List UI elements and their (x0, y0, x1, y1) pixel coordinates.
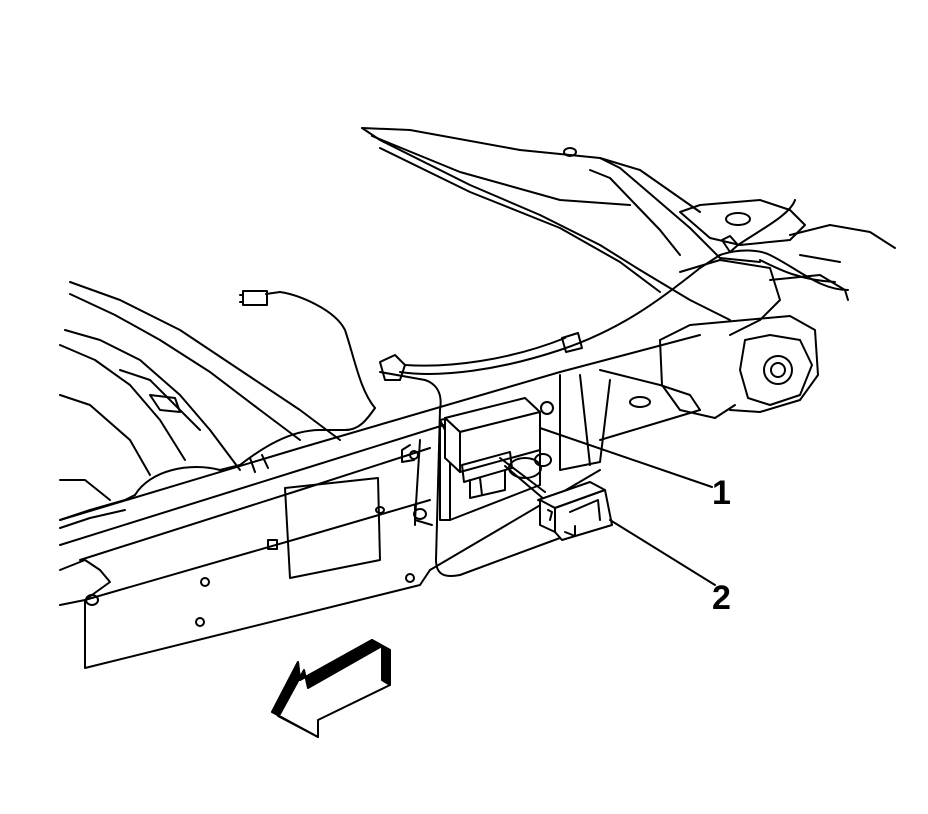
left-frame-rail (59, 281, 341, 501)
left-mount (59, 559, 111, 606)
callout-2-label: 2 (712, 579, 731, 617)
callout-1-label: 1 (712, 474, 731, 512)
callout-2-leader (609, 519, 716, 586)
callout-1-leader (539, 427, 713, 488)
callout-leaders (539, 427, 716, 586)
crossmember (59, 334, 701, 669)
right-body-mount (659, 199, 896, 419)
sensor-module (444, 397, 541, 499)
upper-frame-rail (361, 127, 761, 321)
forward-arrow-icon (271, 639, 391, 738)
wiring-harness (59, 199, 849, 529)
electrical-connector (499, 457, 613, 541)
